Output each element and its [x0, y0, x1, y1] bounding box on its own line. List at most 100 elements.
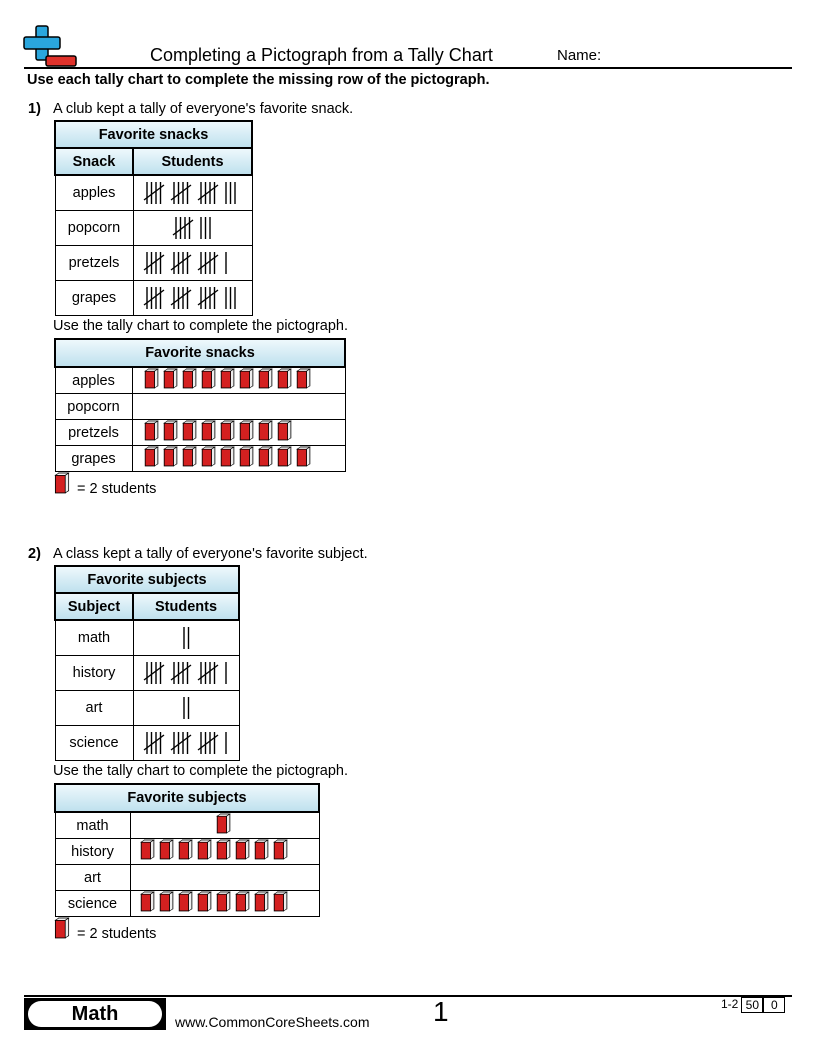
worksheet-code: 1-2 50 0: [718, 997, 786, 1013]
red-book-icon: [53, 917, 71, 943]
red-book-icon: [257, 368, 274, 393]
red-book-icon: [219, 368, 236, 393]
red-book-icon: [295, 368, 312, 393]
red-book-icon: [53, 472, 71, 498]
column-header: Students: [132, 592, 240, 621]
column-header: Students: [132, 147, 253, 176]
pictograph-row-label: apples: [54, 366, 133, 394]
red-book-icon: [200, 368, 217, 393]
red-book-icon: [143, 368, 160, 393]
red-book-icon: [253, 891, 270, 916]
red-book-icon: [234, 839, 251, 864]
tally-marks: [132, 690, 240, 726]
pictograph-icons: [131, 445, 346, 472]
tally-marks: [132, 725, 240, 761]
pictograph-title: Favorite snacks: [54, 338, 346, 368]
pictograph-icons-blank[interactable]: [131, 393, 346, 420]
site-url: www.CommonCoreSheets.com: [175, 1014, 370, 1030]
tally-marks: [132, 280, 253, 316]
red-book-icon: [139, 891, 156, 916]
pictograph-icons: [129, 890, 320, 917]
pictograph-key: = 2 students: [53, 917, 156, 943]
red-book-icon: [177, 891, 194, 916]
pictograph-icons: [129, 811, 320, 839]
tally-group: [143, 732, 227, 754]
red-book-icon: [276, 420, 293, 445]
column-header: Subject: [54, 592, 134, 621]
red-book-icon: [177, 839, 194, 864]
red-book-icon: [162, 368, 179, 393]
red-book-icon: [181, 368, 198, 393]
red-book-icon: [215, 813, 232, 838]
tally-row-label: math: [54, 619, 134, 656]
column-header: Snack: [54, 147, 134, 176]
tally-row-label: apples: [54, 174, 134, 211]
red-book-icon: [143, 446, 160, 471]
problem-2-number: 2): [28, 546, 41, 562]
pictograph-icons-blank[interactable]: [129, 864, 320, 891]
pictograph-row-label: art: [54, 864, 131, 891]
tally-chart-1: Favorite snacks Snack Students apples po…: [54, 120, 253, 316]
page-title: Completing a Pictograph from a Tally Cha…: [150, 45, 493, 65]
red-book-icon: [276, 446, 293, 471]
red-book-icon: [215, 891, 232, 916]
pictograph-1: Favorite snacks apples popcorn pretzels …: [54, 338, 346, 472]
red-book-icon: [219, 420, 236, 445]
tally-chart-title: Favorite snacks: [54, 120, 253, 149]
red-book-icon: [272, 891, 289, 916]
pictograph-title: Favorite subjects: [54, 783, 320, 813]
tally-row-label: science: [54, 725, 134, 761]
red-book-icon: [196, 891, 213, 916]
problem-2-prompt: A class kept a tally of everyone's favor…: [53, 546, 368, 562]
footer-divider: [24, 995, 792, 997]
page-number: 1: [433, 996, 449, 1027]
instructions: Use each tally chart to complete the mis…: [27, 72, 490, 88]
tally-row-label: grapes: [54, 280, 134, 316]
red-book-icon: [162, 446, 179, 471]
red-book-icon: [295, 446, 312, 471]
red-book-icon: [139, 839, 156, 864]
red-book-icon: [181, 420, 198, 445]
code-range: 1-2: [721, 997, 739, 1011]
subject-label: Math: [28, 1001, 162, 1027]
tally-group: [143, 182, 236, 204]
name-label: Name:: [557, 47, 602, 64]
tally-marks: [132, 619, 240, 656]
code-box: 0: [763, 997, 786, 1013]
red-book-icon: [238, 420, 255, 445]
red-book-icon: [219, 446, 236, 471]
tally-marks: [132, 245, 253, 281]
red-book-icon: [181, 446, 198, 471]
pictograph-row-label: history: [54, 838, 131, 865]
tally-marks: [132, 174, 253, 211]
tally-row-label: history: [54, 655, 134, 691]
problem-1-number: 1): [28, 101, 41, 117]
tally-group: [143, 287, 236, 309]
code-box: 50: [741, 997, 764, 1013]
tally-group: [182, 697, 189, 719]
key-text: = 2 students: [77, 926, 157, 942]
red-book-icon: [158, 839, 175, 864]
pictograph-2: Favorite subjects math history art scien…: [54, 783, 320, 917]
red-book-icon: [200, 420, 217, 445]
tally-chart-2: Favorite subjects Subject Students math …: [54, 565, 240, 761]
pictograph-key: = 2 students: [53, 472, 156, 498]
pictograph-row-label: math: [54, 811, 131, 839]
pictograph-row-label: science: [54, 890, 131, 917]
tally-group: [182, 627, 189, 649]
red-book-icon: [158, 891, 175, 916]
red-book-icon: [200, 446, 217, 471]
tally-row-label: pretzels: [54, 245, 134, 281]
red-book-icon: [215, 839, 232, 864]
plus-minus-logo-icon: [23, 25, 77, 67]
red-book-icon: [162, 420, 179, 445]
red-book-icon: [143, 420, 160, 445]
tally-group: [143, 662, 227, 684]
pictograph-icons: [131, 366, 346, 394]
tally-marks: [132, 210, 253, 246]
key-text: = 2 students: [77, 481, 157, 497]
tally-row-label: popcorn: [54, 210, 134, 246]
tally-group: [172, 217, 211, 239]
red-book-icon: [276, 368, 293, 393]
pictograph-icons: [129, 838, 320, 865]
